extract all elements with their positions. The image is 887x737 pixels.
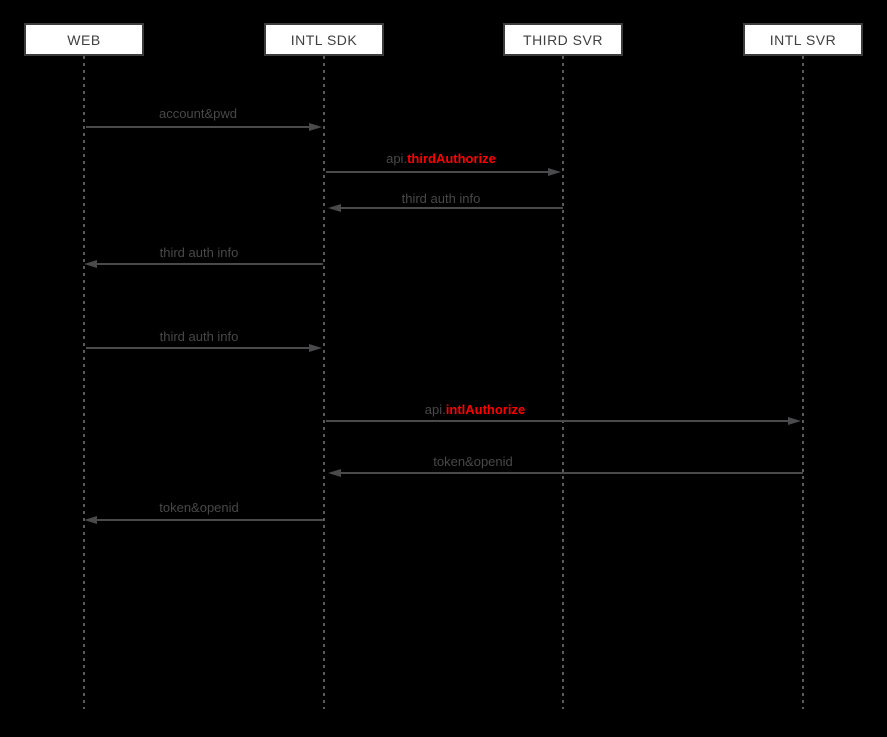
arrowhead-left [84, 516, 97, 524]
actor-label: INTL SDK [290, 31, 358, 48]
lifeline-web [83, 56, 85, 709]
message-line [341, 472, 803, 474]
message-line [326, 171, 548, 173]
message-line [341, 207, 563, 209]
message-label: third auth info [159, 329, 239, 344]
message-line [326, 420, 788, 422]
actor-label: THIRD SVR [523, 31, 603, 48]
arrowhead-right [548, 168, 561, 176]
actor-label: WEB [67, 31, 101, 48]
message-line [86, 347, 309, 349]
arrowhead-left [328, 204, 341, 212]
label-prefix: api. [386, 151, 408, 166]
message-label: account&pwd [158, 106, 238, 121]
actor-box-third-svr: THIRD SVR [503, 23, 623, 56]
lifeline-third-svr [562, 56, 564, 709]
label-highlight: thirdAuthorize [407, 151, 496, 166]
arrowhead-left [328, 469, 341, 477]
lifeline-intl-sdk [323, 56, 325, 709]
message-label: token&openid [433, 454, 513, 469]
actor-box-intl-sdk: INTL SDK [264, 23, 384, 56]
actor-box-intl-svr: INTL SVR [743, 23, 863, 56]
arrowhead-right [788, 417, 801, 425]
actor-box-web: WEB [24, 23, 144, 56]
arrowhead-right [309, 344, 322, 352]
message-label: api.thirdAuthorize [386, 151, 496, 166]
message-line [97, 263, 323, 265]
message-label: third auth info [159, 245, 239, 260]
message-label: third auth info [401, 191, 481, 206]
actor-label: INTL SVR [769, 31, 837, 48]
label-highlight: intlAuthorize [445, 402, 526, 417]
message-line [86, 126, 309, 128]
arrowhead-left [84, 260, 97, 268]
message-label: token&openid [159, 500, 239, 515]
message-label: api.intlAuthorize [425, 402, 525, 417]
label-prefix: api. [424, 402, 446, 417]
lifeline-intl-svr [802, 56, 804, 709]
message-line [97, 519, 323, 521]
arrowhead-right [309, 123, 322, 131]
